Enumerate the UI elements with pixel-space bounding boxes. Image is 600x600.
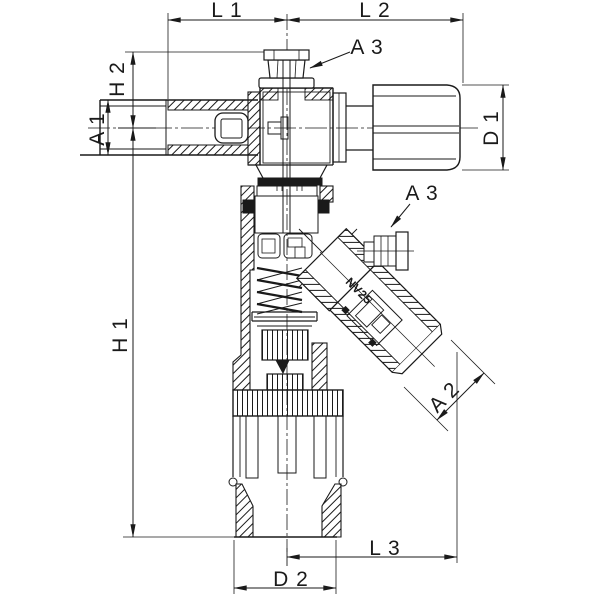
leader-a3-side bbox=[390, 203, 411, 228]
dim-line-a2 bbox=[436, 372, 485, 421]
dim-label-a2: A 2 bbox=[424, 377, 464, 417]
dim-label-l2: L 2 bbox=[359, 0, 390, 22]
knurled-nut-band bbox=[232, 389, 344, 417]
branch-insert bbox=[346, 289, 403, 347]
packing-box bbox=[254, 195, 319, 234]
insert-finger-left bbox=[245, 415, 259, 479]
dim-label-d1: D 1 bbox=[480, 110, 503, 146]
port-side-opening-inner bbox=[220, 118, 243, 139]
dim-label-l1: L 1 bbox=[211, 0, 242, 22]
dim-label-a1: A 1 bbox=[86, 112, 109, 145]
dim-label-a3-top: A 3 bbox=[350, 36, 383, 59]
left-port bbox=[80, 99, 258, 156]
insert-finger-center bbox=[277, 415, 297, 474]
valve-cone-tip bbox=[275, 359, 290, 375]
spring bbox=[256, 266, 303, 315]
port-flange-hatch bbox=[247, 91, 261, 166]
branch-axis-centerline bbox=[319, 251, 435, 367]
stem-cap-flange bbox=[258, 77, 315, 89]
insert-finger-right bbox=[313, 415, 327, 479]
port-thread-hatch-top bbox=[167, 99, 249, 111]
snap-ring-left bbox=[228, 477, 238, 487]
branch-thread-hatch-bottom bbox=[329, 301, 401, 373]
bonnet-seal-band bbox=[257, 177, 323, 186]
stem-cap-top bbox=[263, 49, 310, 61]
ribbed-stem-upper bbox=[261, 329, 309, 361]
lower-stem-assembly bbox=[251, 311, 328, 391]
body-wall-lower-right-hatch bbox=[311, 342, 328, 391]
valve-body-top bbox=[248, 49, 373, 186]
neck-collar bbox=[332, 92, 347, 163]
o-ring-seal-left bbox=[242, 199, 254, 214]
stem-cap-hex bbox=[267, 59, 306, 79]
dim-label-a3-side: A 3 bbox=[405, 182, 438, 205]
ribbed-stem-lower bbox=[266, 373, 304, 391]
shoulder-hatch-right bbox=[304, 87, 334, 101]
bottom-wall-hatch-left bbox=[235, 483, 254, 538]
dim-label-d2: D 2 bbox=[273, 568, 309, 591]
port-thread-hatch-bottom bbox=[167, 144, 249, 156]
o-ring-seal-right bbox=[318, 199, 330, 214]
dim-label-l3: L 3 bbox=[369, 537, 400, 560]
diagonal-branch: NV25 bbox=[295, 227, 443, 375]
body-wall-left-hatch bbox=[232, 185, 255, 391]
dim-label-h1: H 1 bbox=[109, 317, 132, 353]
bottom-wall-hatch-right bbox=[321, 483, 342, 538]
dim-label-h2: H 2 bbox=[106, 61, 129, 97]
side-test-port-fitting bbox=[357, 231, 414, 271]
snap-ring-right bbox=[338, 477, 348, 487]
branch-seal-1 bbox=[341, 305, 350, 315]
branch-seal-2 bbox=[368, 338, 377, 347]
leader-a3-top bbox=[309, 51, 351, 69]
yoke-window-left bbox=[257, 233, 281, 259]
handwheel-knob bbox=[372, 84, 461, 171]
union-nut-bottom bbox=[228, 389, 348, 538]
dimension-lines bbox=[105, 13, 509, 594]
